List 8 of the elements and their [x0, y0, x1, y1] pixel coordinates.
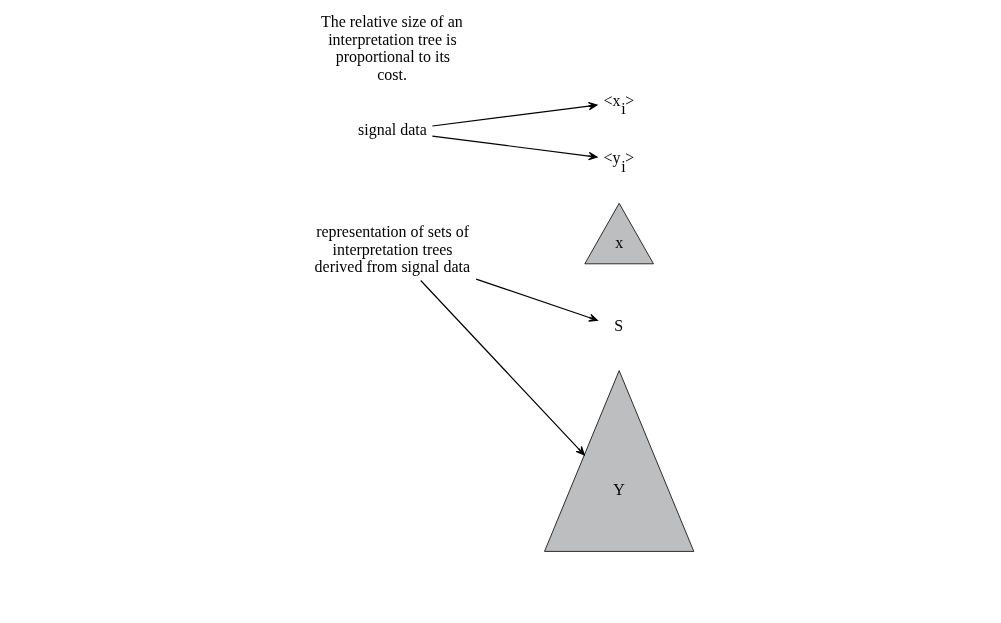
label: The relative size of an interpretation tree is proportional to its cost. — [320, 13, 463, 83]
arrow — [431, 135, 597, 161]
node-text: signal data — [357, 121, 427, 139]
arrow — [419, 279, 585, 456]
arrow — [475, 278, 598, 322]
node-text: representation of sets of interpretation trees derived from signal data — [314, 223, 470, 276]
node-text: S — [613, 317, 623, 335]
arrow — [431, 101, 597, 127]
